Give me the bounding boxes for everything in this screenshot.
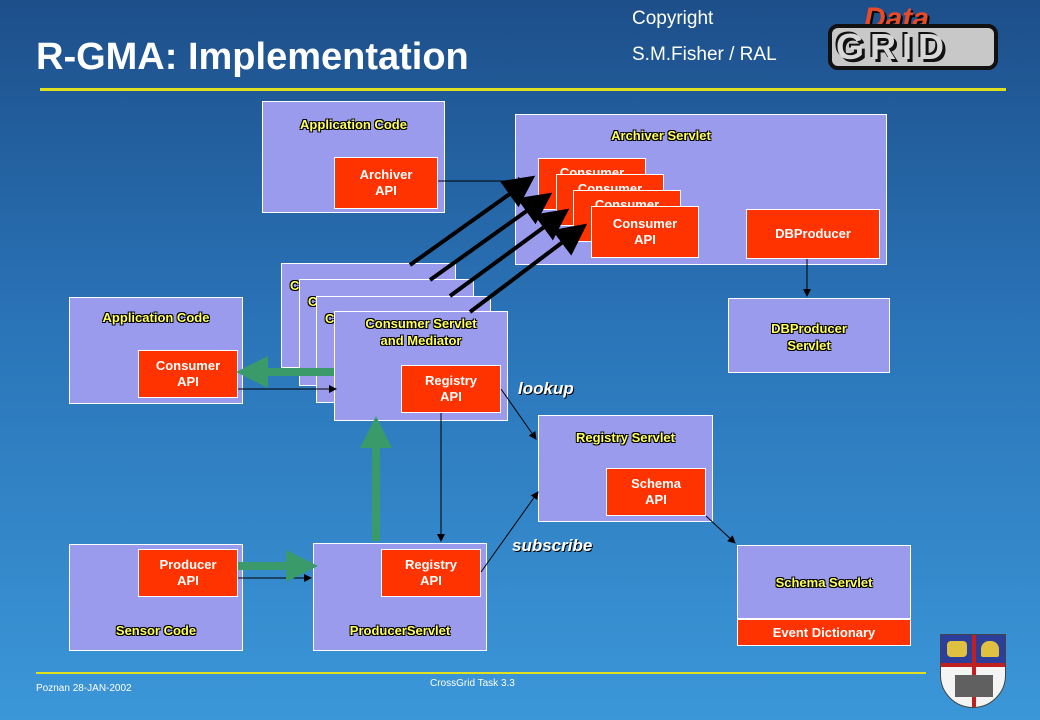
sensor-code-label: Sensor Code: [115, 623, 197, 638]
dbproducer-label: DBProducer: [775, 226, 851, 241]
consumer-api: Consumer API: [138, 350, 238, 398]
archiver-api: Archiver API: [334, 157, 438, 209]
application-code-mid-label: Application Code: [102, 310, 210, 325]
stack-arrow-2: [428, 192, 553, 282]
event-dictionary: Event Dictionary: [737, 619, 911, 646]
consumer-api-line1: Consumer: [155, 358, 221, 373]
producer-servlet-label: ProducerServlet: [349, 623, 451, 638]
registry-api-consumer-line1: Registry: [424, 373, 478, 388]
schema-servlet-box: Schema Servlet: [737, 545, 911, 619]
stack-arrow-3: [448, 208, 570, 298]
consumer-api-front: Consumer API: [591, 206, 699, 258]
archiver-api-line2: API: [375, 183, 397, 198]
dbproducer-servlet-line1: DBProducer: [771, 321, 847, 336]
application-code-label: Application Code: [300, 117, 407, 132]
header-rule: [40, 88, 1006, 91]
consumer-servlet-label-line2: and Mediator: [380, 333, 462, 348]
subscribe-arrow: [480, 491, 539, 573]
registry-api-producer-line2: API: [420, 573, 442, 588]
copyright-label: Copyright: [632, 8, 714, 29]
registry-api-producer: Registry API: [381, 549, 481, 597]
page-title: R-GMA: Implementation: [36, 36, 469, 78]
producer-api-line1: Producer: [159, 557, 217, 572]
logo-grid-text: GRID: [836, 26, 950, 67]
footer-center: CrossGrid Task 3.3: [430, 678, 515, 689]
footer-rule: [36, 672, 926, 674]
schema-api: Schema API: [606, 468, 706, 516]
producer-api: Producer API: [138, 549, 238, 597]
archiver-api-line1: Archiver: [359, 167, 413, 182]
subscribe-label: subscribe: [512, 536, 593, 555]
datagrid-logo: Data GRID: [824, 0, 1004, 84]
crest-icon: [940, 634, 1006, 708]
dbproducer-servlet-box: DBProducer Servlet: [728, 298, 890, 373]
consumer-front-line2: API: [634, 232, 656, 247]
registry-api-consumer-line2: API: [440, 389, 462, 404]
event-dictionary-label: Event Dictionary: [772, 624, 876, 640]
copyright-author: S.M.Fisher / RAL: [632, 44, 777, 65]
registry-api-producer-line1: Registry: [404, 557, 458, 572]
producer-api-line2: API: [177, 573, 199, 588]
schema-api-line2: API: [645, 492, 667, 507]
consumer-servlet-stack-2-label: C: [308, 294, 318, 309]
dbproducer-servlet-line2: Servlet: [787, 338, 831, 353]
consumer-servlet-label-line1: Consumer Servlet: [365, 316, 477, 331]
registry-servlet-label: Registry Servlet: [576, 430, 675, 445]
consumer-api-line2: API: [177, 374, 199, 389]
archiver-servlet-label: Archiver Servlet: [611, 128, 711, 143]
registry-api-consumer: Registry API: [401, 365, 501, 413]
consumer-front-line1: Consumer: [612, 216, 678, 231]
schema-to-schema-servlet-arrow: [705, 515, 736, 544]
schema-servlet-label: Schema Servlet: [775, 575, 873, 590]
stack-arrow-4: [468, 223, 588, 314]
dbproducer-api: DBProducer: [746, 209, 880, 259]
lookup-arrow: [500, 388, 537, 440]
stack-arrow-1: [408, 175, 536, 267]
schema-api-line1: Schema: [631, 476, 681, 491]
lookup-label: lookup: [518, 379, 574, 398]
footer-left: Poznan 28-JAN-2002: [36, 683, 132, 694]
consumer-servlet-stack-3-label: C: [325, 311, 335, 326]
consumer-servlet-stack-1-label: C: [290, 278, 300, 293]
